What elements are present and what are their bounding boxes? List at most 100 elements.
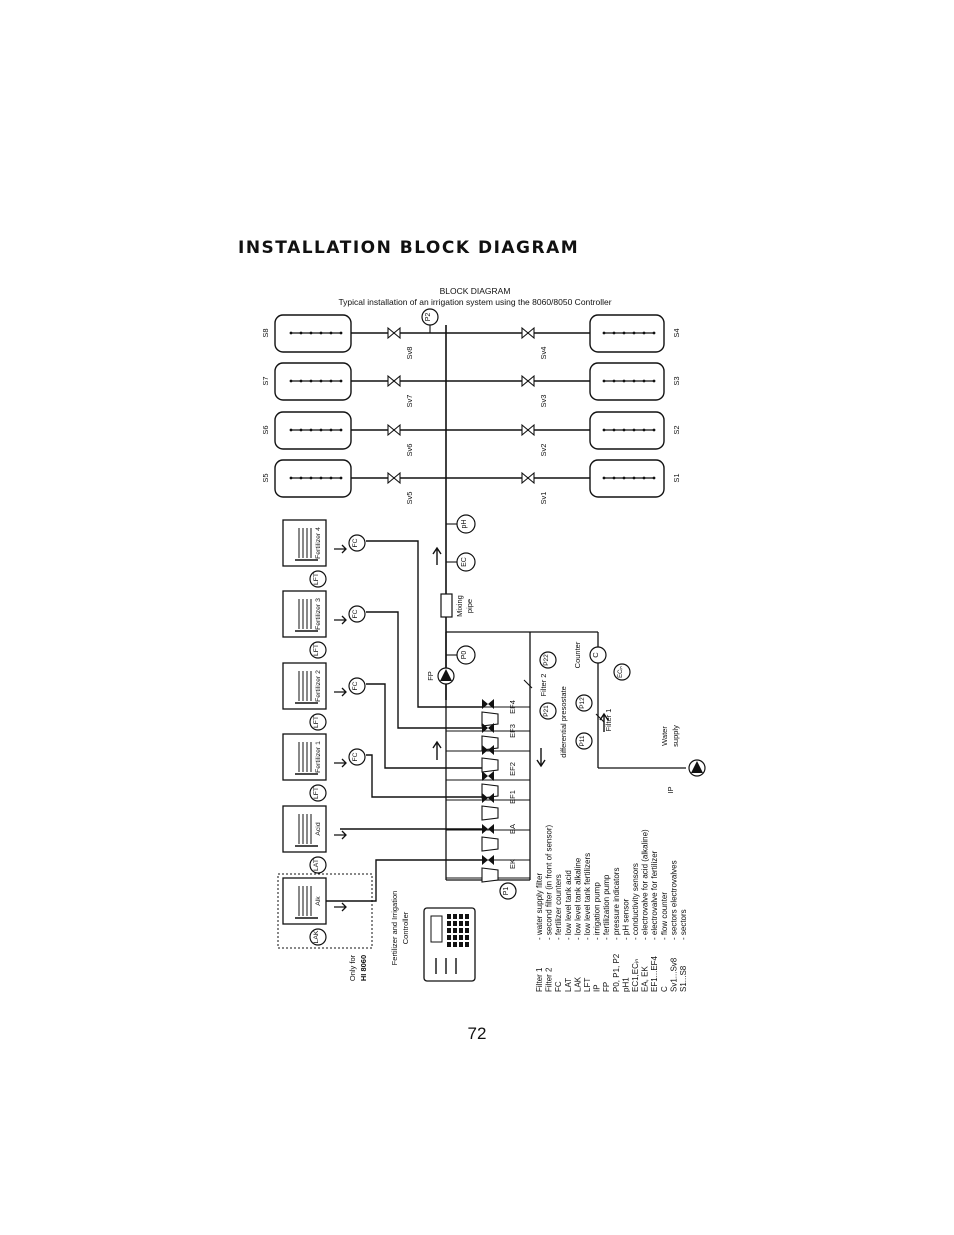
legend-key: P0, P1, P2 [612, 953, 621, 992]
legend-description: - flow counter [660, 892, 669, 940]
level-sensor-label: LFT [313, 716, 320, 728]
tank-label: Acid [315, 822, 322, 835]
level-sensor-label: LAK [313, 930, 320, 943]
dripper-dot [329, 476, 333, 480]
fertilizer-counter-icon [348, 605, 366, 623]
dripper-dot [319, 428, 323, 432]
sector-valve-label: Sv3 [539, 395, 548, 408]
dripper-dot [652, 428, 656, 432]
tank-label: Alk [315, 896, 322, 906]
legend-description: - water supply filter [535, 873, 544, 940]
controller-key-icon [459, 914, 463, 919]
electrovalve-icon [482, 745, 494, 755]
legend-description: - sectors [679, 909, 688, 940]
dripper-dot [329, 379, 333, 383]
dripper-dot [319, 476, 323, 480]
sector-label: S1 [672, 473, 681, 482]
controller-key-icon [453, 935, 457, 940]
controller-key-icon [459, 921, 463, 926]
electrovalve-icon [482, 723, 494, 733]
sector-label: S2 [672, 425, 681, 434]
legend-key: LAT [564, 978, 573, 992]
p1-gauge-icon [499, 882, 517, 900]
filter2-label: Filter 2 [539, 674, 548, 697]
hi-model-label: HI 8060 [359, 955, 368, 981]
page-number: 72 [467, 1024, 487, 1043]
dripper-dot [642, 379, 646, 383]
sector-valve-icon [521, 374, 535, 388]
dripper-dot [602, 428, 606, 432]
sector-valve-label: Sv7 [405, 395, 414, 408]
dripper-dot [299, 428, 303, 432]
injector-icon [481, 836, 499, 852]
p0-gauge-icon [456, 645, 476, 665]
controller-key-icon [459, 928, 463, 933]
legend-description: - low level tank alkaline [573, 857, 582, 940]
dripper-dot [319, 331, 323, 335]
dripper-dot [299, 331, 303, 335]
injector-icon [481, 757, 499, 773]
dripper-dot [612, 379, 616, 383]
dripper-dot [622, 379, 626, 383]
tank-arrow-icon [334, 830, 347, 840]
dripper-dot [329, 428, 333, 432]
dripper-dot [612, 428, 616, 432]
controller-key-icon [447, 942, 451, 947]
injector-icon [481, 805, 499, 821]
dripper-dot [642, 428, 646, 432]
dripper-dot [309, 331, 313, 335]
fertilizer4-feed-pipe [366, 540, 482, 708]
sector-valve-label: Sv6 [405, 444, 414, 457]
controller-key-icon [453, 914, 457, 919]
level-sensor-icon [309, 641, 327, 659]
p11-gauge-label: P11 [579, 735, 586, 746]
ecin-sensor-icon [613, 663, 631, 681]
controller-key-icon [465, 935, 469, 940]
controller-key-icon [447, 921, 451, 926]
diagram-subheading: Typical installation of an irrigation sy… [338, 297, 612, 307]
tank-label: Fertilizer 1 [315, 741, 322, 773]
sector-valve-icon [521, 326, 535, 340]
flow-arrow-icon [432, 546, 442, 565]
dripper-dot [612, 331, 616, 335]
dripper-dot [339, 476, 343, 480]
fertilizer-counter-icon [348, 748, 366, 766]
legend-key: Filter 2 [545, 967, 554, 992]
fertilizer-counter-label: FC [352, 609, 359, 618]
legend-key: EA, EK [641, 966, 650, 992]
flow-arrow-icon [599, 712, 609, 732]
dripper-dot [632, 379, 636, 383]
dripper-dot [299, 379, 303, 383]
legend-description: - fertilization pump [602, 874, 611, 940]
water-supply-label: supply [671, 725, 680, 747]
legend-key: pH1 [621, 977, 630, 992]
legend-description: - fertilizer counters [554, 874, 563, 940]
controller-key-icon [465, 928, 469, 933]
dripper-dot [329, 331, 333, 335]
legend-description: - electrovalve for acid (alkaline) [641, 829, 650, 940]
fertilizer1-feed-pipe [366, 754, 482, 798]
fp-label: FP [426, 671, 435, 681]
dripper-dot [622, 428, 626, 432]
flow-counter-icon [589, 646, 607, 664]
dripper-dot [602, 379, 606, 383]
legend-description: - pH sensor [621, 898, 630, 940]
dripper-dot [652, 476, 656, 480]
level-sensor-icon [309, 713, 327, 731]
diagram-heading: BLOCK DIAGRAM [439, 286, 511, 296]
p22-gauge-label: P22 [543, 654, 550, 666]
controller-key-icon [465, 921, 469, 926]
level-sensor-icon [309, 856, 327, 874]
sector-valve-icon [387, 326, 401, 340]
p12-gauge-icon [575, 694, 593, 712]
fertilizer3-feed-pipe [366, 611, 482, 729]
sector-label: S6 [261, 425, 270, 434]
tank-arrow-icon [334, 902, 347, 912]
dripper-dot [612, 476, 616, 480]
ph-sensor-icon [456, 514, 476, 534]
dripper-dot [309, 428, 313, 432]
tank-5 [282, 590, 327, 638]
electrovalve-label-EF3: EF3 [508, 724, 517, 738]
p2-gauge-label: P2 [425, 313, 432, 322]
electrovalve-icon [482, 771, 494, 781]
